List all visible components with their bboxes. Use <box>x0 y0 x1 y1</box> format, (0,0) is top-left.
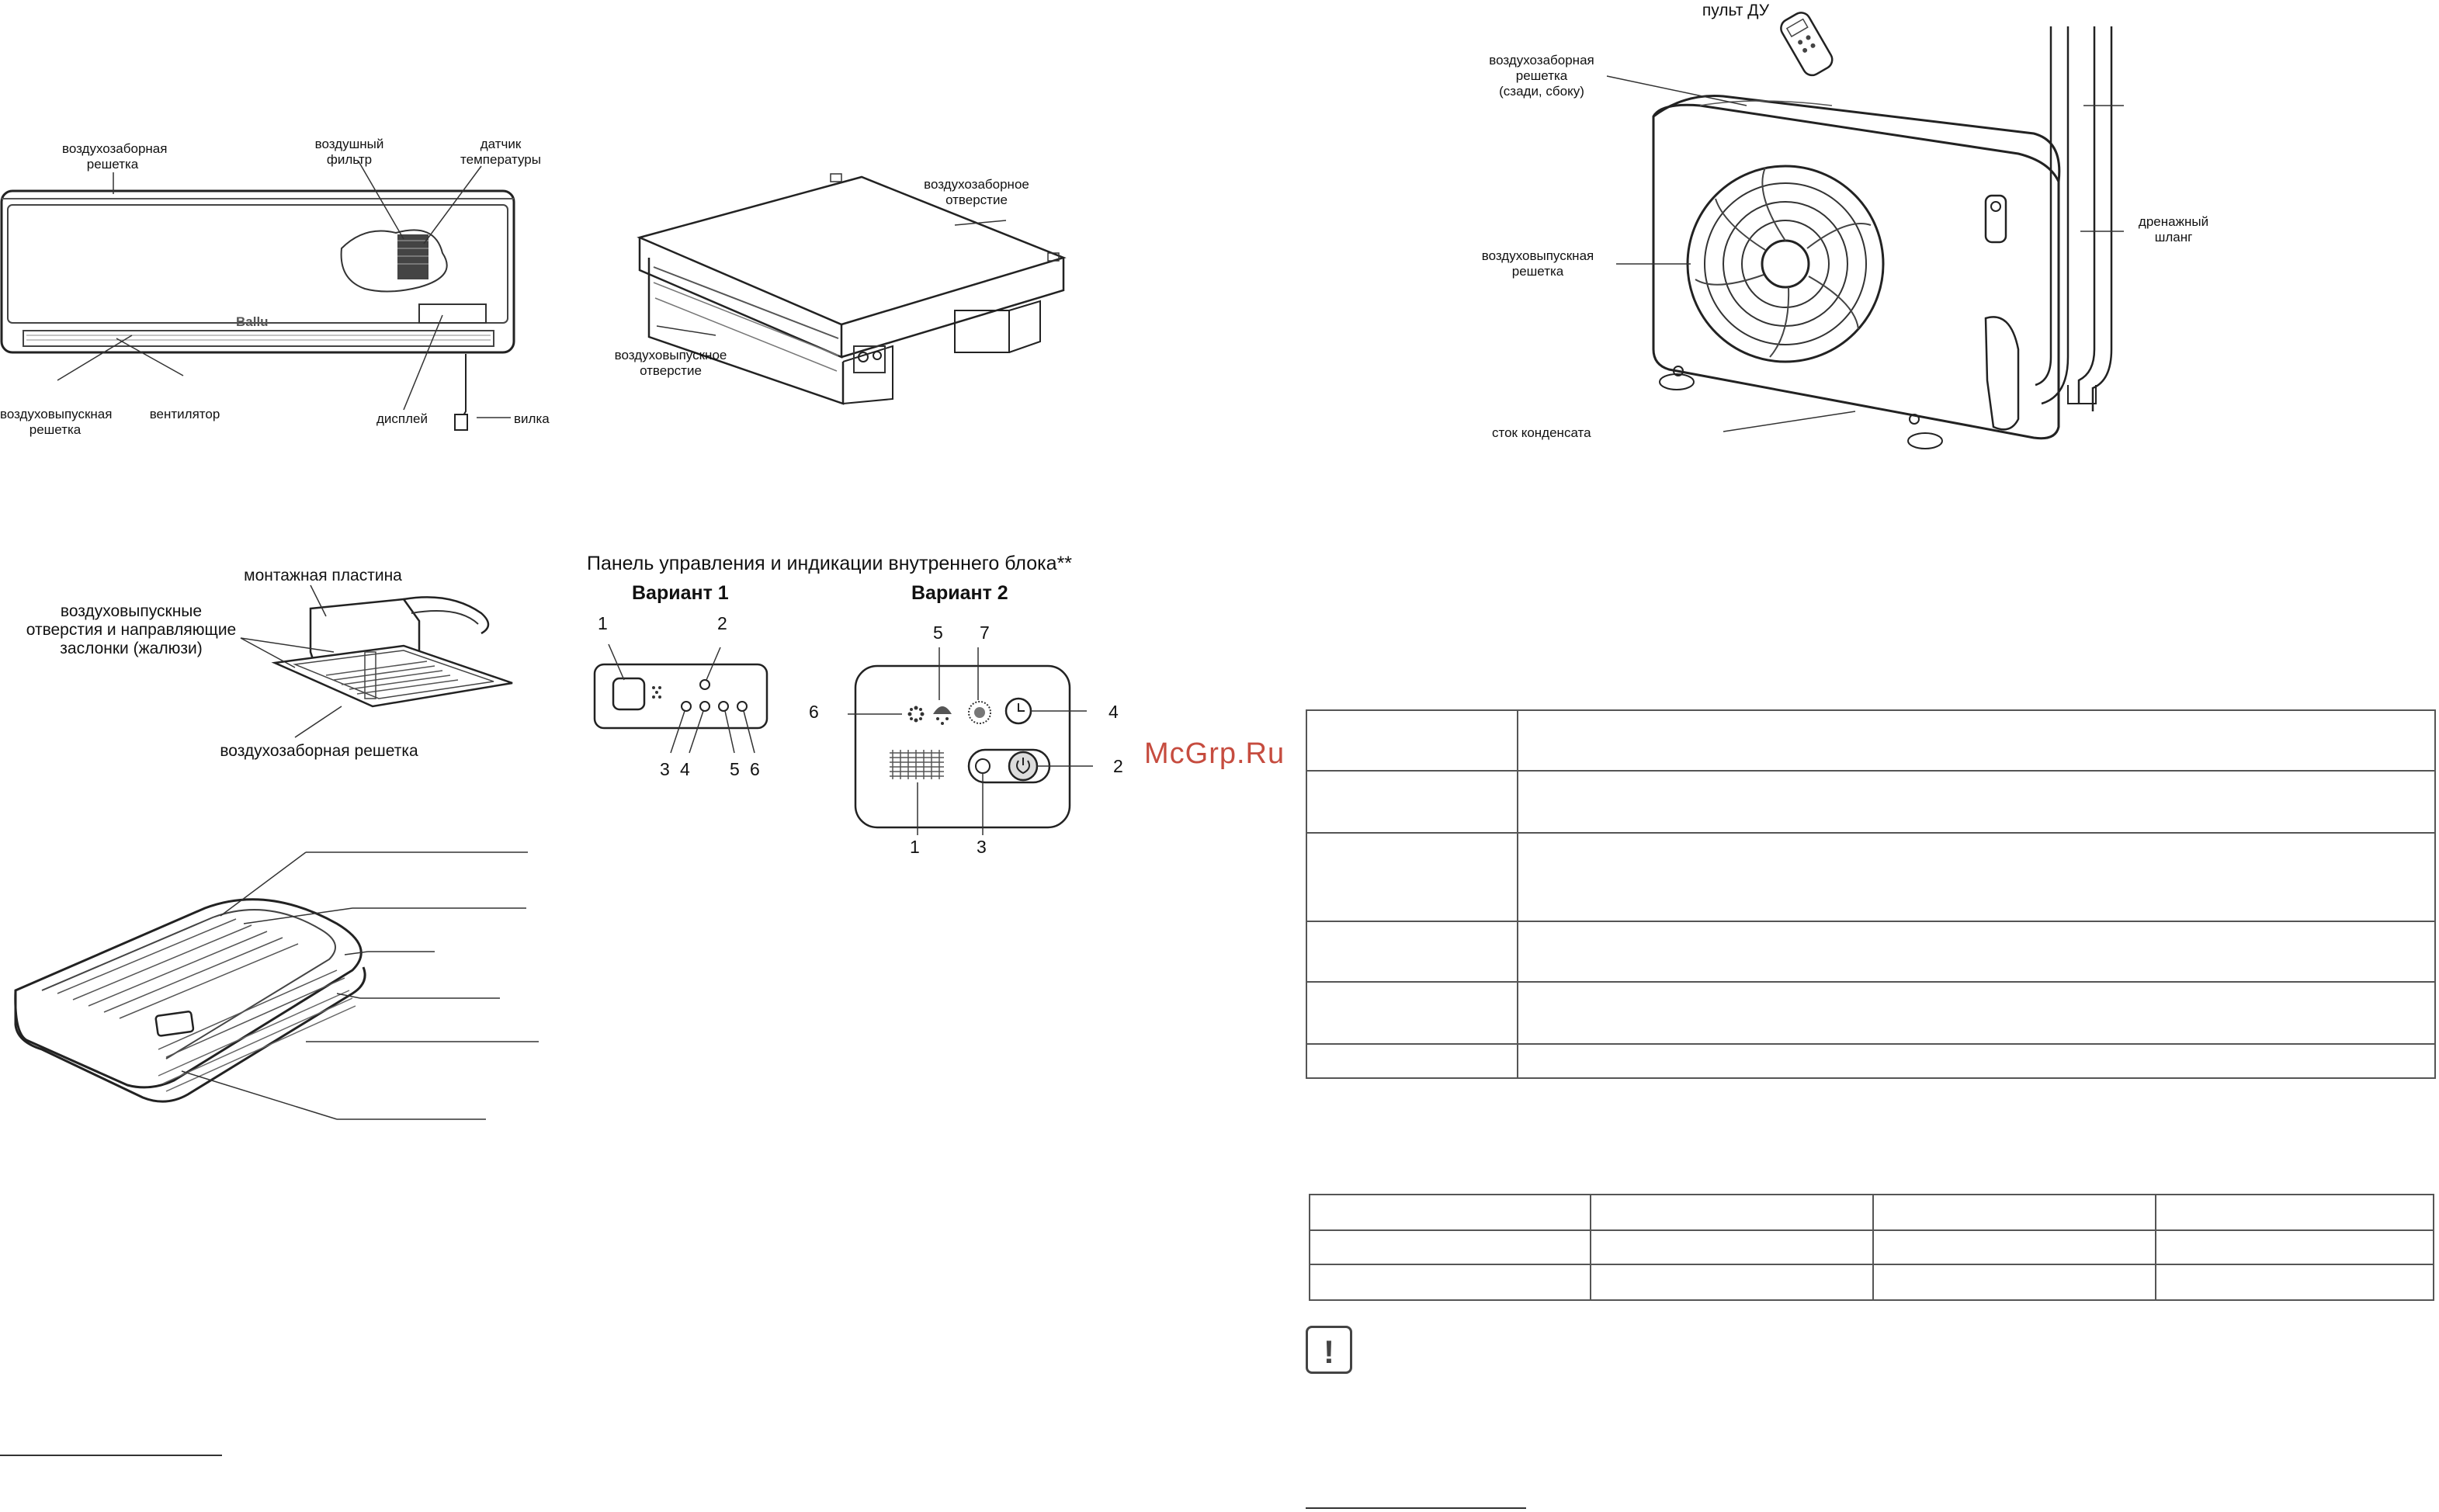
table-1-cell <box>1306 832 1518 922</box>
table-1-cell <box>1306 1043 1518 1079</box>
table-2-cell <box>1590 1229 1874 1265</box>
footnote-rule-right <box>1306 1507 1526 1509</box>
outdoor-unit-illustration <box>1606 12 2124 449</box>
table-2-row <box>1309 1194 2434 1231</box>
table-2-cell <box>2155 1194 2434 1231</box>
panel-v2-number-5: 5 <box>933 622 943 643</box>
table-1-cell <box>1517 832 2436 922</box>
panel-v2-number-4: 4 <box>1108 702 1119 722</box>
outdoor-condensate-label: сток конденсата <box>1492 425 1591 440</box>
panel-v1-number-1: 1 <box>598 613 608 633</box>
table-2-cell <box>1309 1264 1591 1301</box>
duct-unit-illustration <box>637 173 1067 405</box>
panel-v1-number-2: 2 <box>717 613 727 633</box>
panel-variant2-diagram <box>848 647 1093 835</box>
table-1-row <box>1306 1043 2436 1079</box>
wall-display-label: дисплей <box>376 411 428 426</box>
table-2-cell <box>1590 1264 1874 1301</box>
table-1-cell <box>1517 770 2436 834</box>
svg-text:Ballu: Ballu <box>236 314 269 329</box>
table-1-cell <box>1517 1043 2436 1079</box>
outdoor-remote-label: пульт ДУ <box>1702 2 1770 19</box>
table-1-row <box>1306 770 2436 834</box>
table-1-cell <box>1517 981 2436 1045</box>
panel-variant2-title: Вариант 2 <box>911 582 1008 604</box>
panel-variant1-title: Вариант 1 <box>632 582 729 604</box>
table-2-cell <box>1872 1229 2156 1265</box>
cassette-mount-plate-label: монтажная пластина <box>244 567 402 584</box>
table-1-row <box>1306 709 2436 772</box>
footnote-rule-left <box>0 1455 222 1456</box>
panel-v2-number-7: 7 <box>980 622 990 643</box>
table-2-cell <box>1309 1194 1591 1231</box>
table-1-cell <box>1517 921 2436 983</box>
table-1-cell <box>1306 981 1518 1045</box>
wall-plug-label: вилка <box>514 411 550 426</box>
table-1 <box>1306 709 2436 1079</box>
panel-v1-number-6: 6 <box>750 759 760 779</box>
wall-fan-label: вентилятор <box>149 407 220 421</box>
table-2-cell <box>2155 1264 2434 1301</box>
panel-v2-number-2: 2 <box>1113 756 1123 776</box>
panel-heading: Панель управления и индикации внутреннег… <box>587 553 1073 574</box>
table-2-row <box>1309 1229 2434 1265</box>
table-1-row <box>1306 832 2436 922</box>
table-2-cell <box>1872 1264 2156 1301</box>
table-2-cell <box>2155 1229 2434 1265</box>
panel-v1-number-3: 3 <box>660 759 670 779</box>
table-1-cell <box>1306 921 1518 983</box>
table-1-row <box>1306 921 2436 983</box>
table-1-row <box>1306 981 2436 1045</box>
table-1-cell <box>1306 709 1518 772</box>
table-2-cell <box>1872 1194 2156 1231</box>
watermark: McGrp.Ru <box>1144 737 1285 770</box>
table-2-cell <box>1309 1229 1591 1265</box>
wall-unit-illustration: Ballu <box>0 161 515 431</box>
panel-v2-number-3: 3 <box>977 837 987 857</box>
panel-v2-number-6: 6 <box>809 702 819 722</box>
panel-v1-number-5: 5 <box>730 759 740 779</box>
cassette-intake-grille-label: воздухозаборная решетка <box>220 742 418 760</box>
panel-v1-number-4: 4 <box>680 759 690 779</box>
table-2-cell <box>1590 1194 1874 1231</box>
panel-variant1-diagram <box>593 643 768 754</box>
floor-ceiling-unit-illustration <box>14 851 539 1120</box>
table-2 <box>1309 1194 2434 1301</box>
cassette-unit-illustration <box>240 584 513 738</box>
table-1-cell <box>1517 709 2436 772</box>
panel-v2-number-1: 1 <box>910 837 920 857</box>
table-2-row <box>1309 1264 2434 1301</box>
warning-icon: ! <box>1306 1326 1352 1374</box>
table-1-cell <box>1306 770 1518 834</box>
